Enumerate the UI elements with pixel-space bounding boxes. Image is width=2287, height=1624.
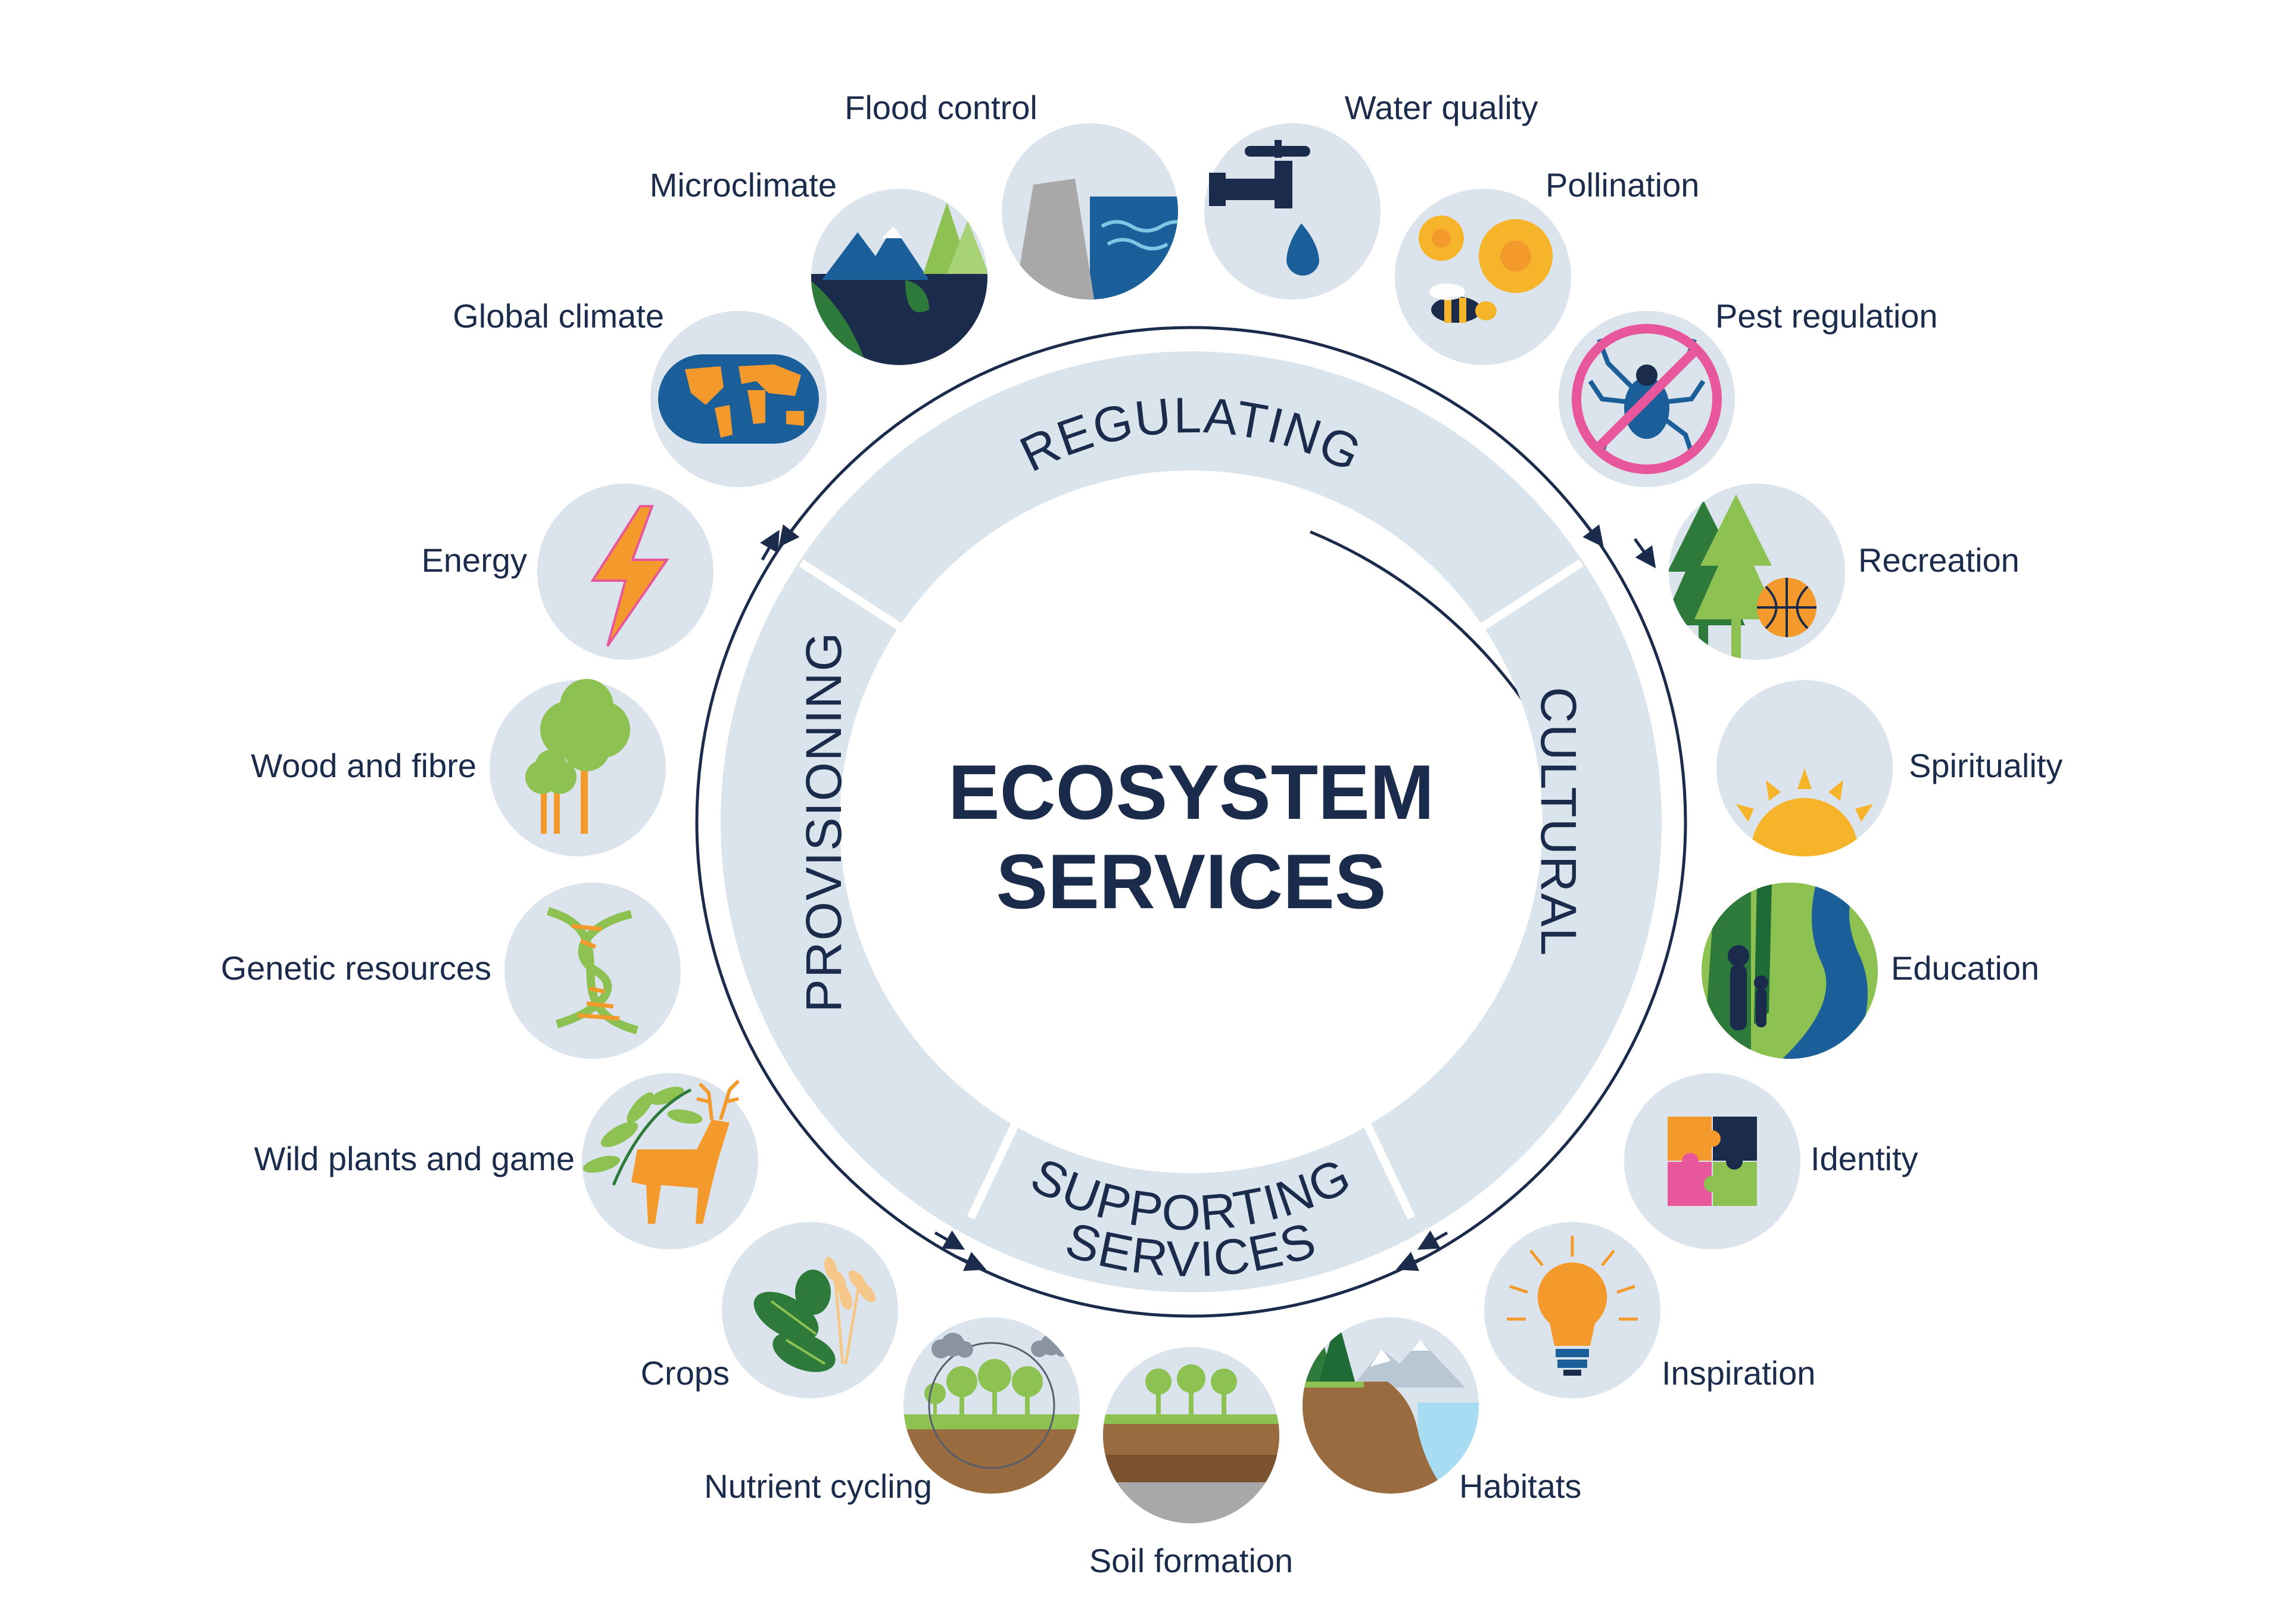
label-nutrient-cycling: Nutrient cycling: [704, 1467, 932, 1505]
recreation-icon: [1669, 484, 1845, 660]
arrow-bottom-left-inner: [955, 1252, 987, 1271]
nutrient-cycling-icon: [903, 1317, 1080, 1494]
label-water-quality: Water quality: [1345, 89, 1538, 126]
crops-icon: [722, 1222, 898, 1398]
arrow-bottom-left-outer: [934, 1230, 965, 1250]
label-crops: Crops: [641, 1354, 730, 1392]
services-ring: [721, 351, 1662, 1292]
label-education: Education: [1891, 949, 2039, 987]
segment-label-cultural: CULTURAL: [1531, 687, 1587, 956]
genetic-resources-icon: [504, 883, 681, 1059]
label-wood-and-fibre: Wood and fibre: [251, 747, 476, 784]
label-soil-formation: Soil formation: [1089, 1542, 1293, 1579]
wood-and-fibre-icon: [490, 679, 666, 856]
ring-divider-2: [1469, 559, 1584, 638]
center-title-line1: ECOSYSTEM: [948, 749, 1434, 836]
label-pest-regulation: Pest regulation: [1715, 297, 1938, 335]
label-habitats: Habitats: [1459, 1467, 1581, 1505]
water-quality-icon: [1204, 123, 1381, 300]
soil-formation-icon: [1103, 1347, 1279, 1523]
label-inspiration: Inspiration: [1662, 1354, 1815, 1392]
label-global-climate: Global climate: [453, 297, 664, 335]
microclimate-icon: [811, 189, 987, 365]
segment-label-provisioning: PROVISIONING: [796, 631, 852, 1012]
cloud-icon: [931, 1333, 1069, 1358]
arrow-left-top: [778, 517, 802, 547]
education-icon: [1702, 883, 1878, 1059]
label-energy: Energy: [422, 541, 527, 579]
identity-icon: [1624, 1073, 1800, 1249]
center-title-line2: SERVICES: [996, 838, 1386, 925]
pollination-icon: [1395, 189, 1571, 365]
global-climate-icon: [650, 311, 827, 487]
ring-divider-1: [799, 559, 914, 638]
spirituality-icon: [1716, 680, 1893, 856]
ring-divider-3: [967, 1096, 1032, 1220]
flood-control-icon: [1002, 123, 1178, 300]
label-spirituality: Spirituality: [1909, 747, 2062, 784]
arrow-right-upper: [1633, 538, 1656, 569]
ring-divider-4: [1351, 1096, 1416, 1220]
habitats-icon: [1303, 1317, 1479, 1494]
arrow-right-top: [1580, 517, 1604, 547]
label-wild-plants-and-game: Wild plants and game: [254, 1140, 575, 1177]
wild-plants-and-game-icon: [582, 1073, 758, 1249]
arrow-bottom-right-outer: [1417, 1230, 1448, 1250]
arrow-bottom-right-inner: [1395, 1252, 1427, 1271]
label-genetic-resources: Genetic resources: [221, 949, 491, 987]
label-microclimate: Microclimate: [650, 166, 837, 204]
bee-icon: [1429, 283, 1497, 323]
label-flood-control: Flood control: [845, 89, 1037, 126]
label-pollination: Pollination: [1546, 166, 1699, 204]
deer-icon: [631, 1079, 740, 1224]
arrow-left-upper: [760, 529, 780, 561]
pest-regulation-icon: [1559, 311, 1735, 487]
label-recreation: Recreation: [1858, 541, 2020, 579]
inspiration-icon: [1484, 1222, 1660, 1398]
energy-icon: [537, 484, 713, 660]
label-identity: Identity: [1811, 1140, 1918, 1177]
basketball-icon: [1757, 578, 1816, 637]
